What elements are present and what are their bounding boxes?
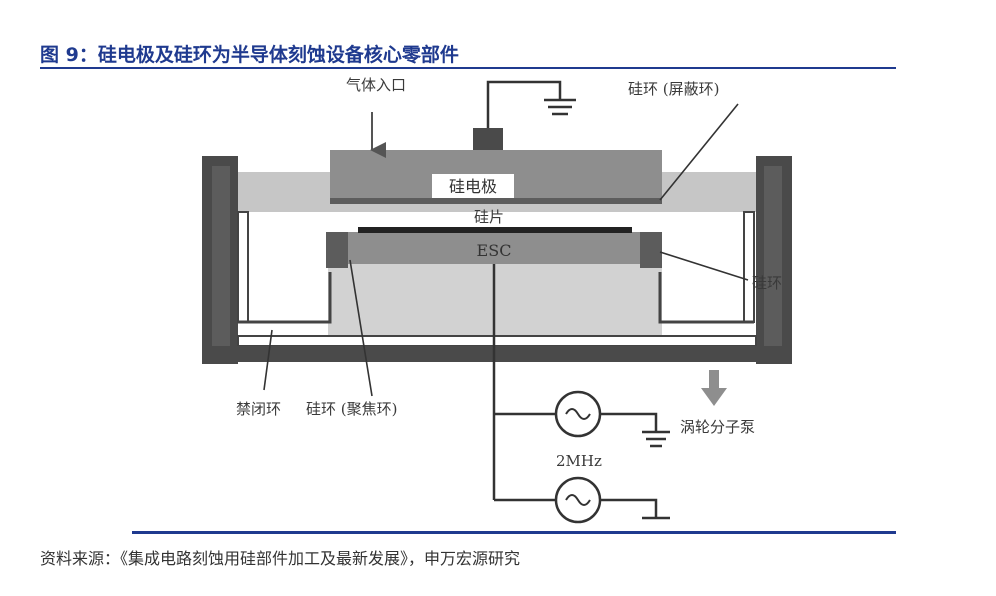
confinement-ring-leader bbox=[263, 329, 273, 391]
esc-top-band bbox=[336, 232, 654, 264]
lower-ground-wire bbox=[600, 498, 658, 518]
turbo-pump-label: 涡轮分子泵 bbox=[680, 418, 755, 436]
focus-ring-label: 硅环 (聚焦环) bbox=[306, 400, 397, 418]
sine-wave-lower bbox=[565, 494, 591, 506]
sine-wave-upper bbox=[565, 408, 591, 420]
top-ground-wire bbox=[486, 80, 562, 128]
bottom-plate bbox=[202, 346, 792, 362]
silicon-ring-label: 硅环 bbox=[752, 274, 782, 292]
electrode-label-box bbox=[432, 174, 514, 198]
frequency-label: 2MHz bbox=[556, 452, 602, 470]
upper-ground-wire bbox=[600, 412, 658, 432]
turbo-pump-arrow-icon bbox=[701, 370, 727, 406]
right-channel-outline bbox=[658, 272, 754, 324]
left-wall-inner bbox=[212, 166, 230, 356]
gas-inlet-label: 气体入口 bbox=[346, 76, 406, 94]
shield-ring-leader bbox=[659, 103, 739, 201]
confinement-ring-label: 禁闭环 bbox=[236, 400, 281, 418]
left-channel-vertical bbox=[237, 211, 249, 323]
right-silicon-ring bbox=[640, 232, 662, 268]
base-plate bbox=[237, 335, 757, 347]
focus-ring-leader bbox=[349, 259, 373, 397]
title-rule bbox=[40, 67, 896, 69]
figure-title: 图 9：硅电极及硅环为半导体刻蚀设备核心零部件 bbox=[40, 44, 459, 66]
wafer-label: 硅片 bbox=[474, 208, 504, 226]
electrode-bottom-ring bbox=[330, 198, 662, 204]
right-wall-inner bbox=[764, 166, 782, 356]
silicon-electrode-label: 硅电极 bbox=[449, 177, 497, 196]
left-silicon-ring bbox=[326, 232, 348, 268]
right-channel-vertical bbox=[743, 211, 755, 323]
esc-label: ESC bbox=[477, 241, 512, 260]
silicon-ring-leader bbox=[659, 251, 749, 281]
top-connector bbox=[473, 128, 503, 150]
left-channel-outline bbox=[238, 272, 332, 324]
shield-ring-label: 硅环 (屏蔽环) bbox=[628, 80, 719, 98]
figure-source: 资料来源：《集成电路刻蚀用硅部件加工及最新发展》，申万宏源研究 bbox=[40, 549, 521, 568]
wafer bbox=[358, 227, 632, 233]
bottom-rule bbox=[132, 531, 896, 534]
